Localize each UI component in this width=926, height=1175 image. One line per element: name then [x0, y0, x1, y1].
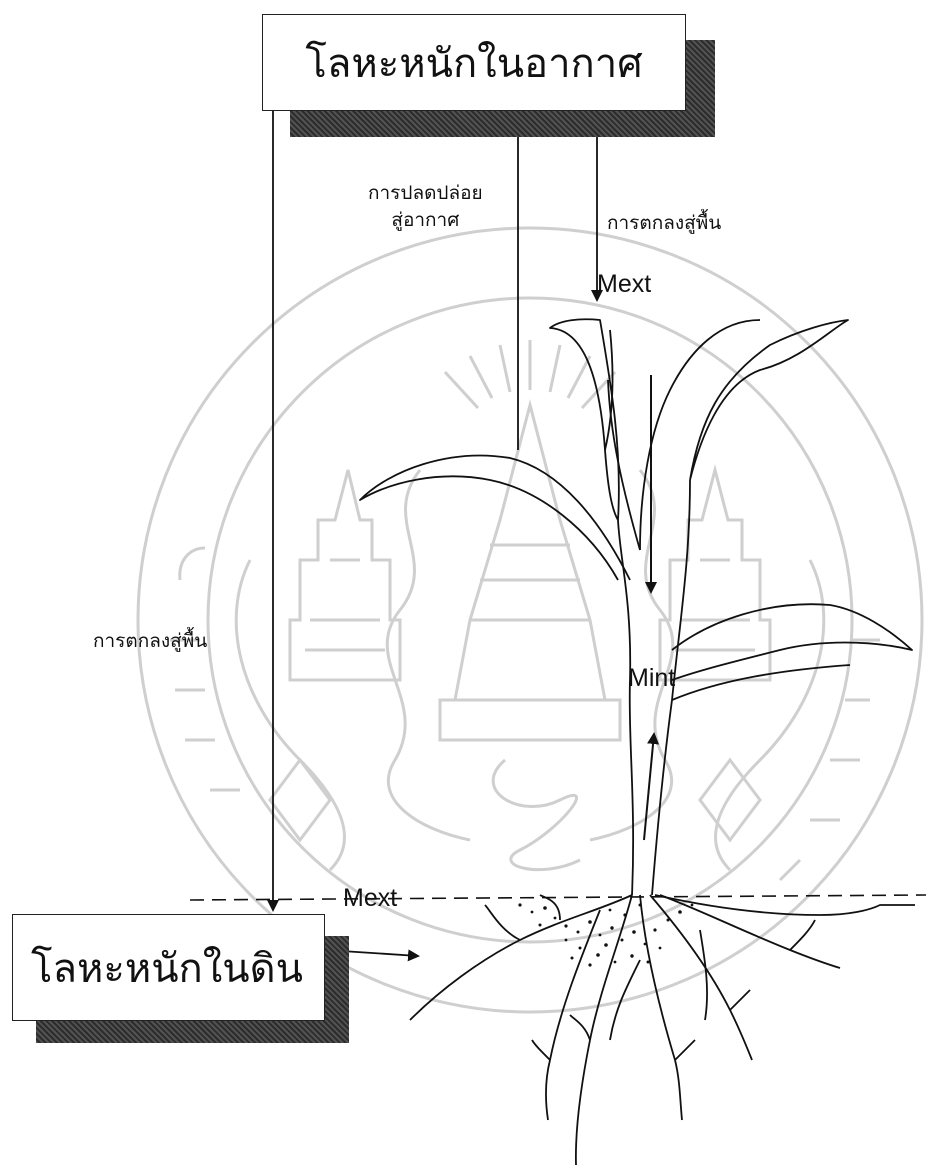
soil-box-label: โลหะหนักในดิน: [31, 936, 303, 1000]
ground-line: [190, 895, 926, 900]
air-heavy-metal-box: โลหะหนักในอากาศ: [262, 14, 686, 111]
mext-leaf-label: Mext: [597, 270, 651, 299]
stem-up-arrow: [644, 734, 654, 840]
release-label: การปลดปล่อย สู่อากาศ: [368, 180, 483, 233]
deposition-left-label: การตกลงสู่พื้น: [93, 628, 207, 655]
release-label-line2: สู่อากาศ: [368, 207, 483, 234]
soil-particles: [518, 903, 693, 966]
mint-label: Mint: [628, 664, 675, 693]
mext-soil-label: Mext: [343, 884, 397, 913]
plant-drawing: [360, 319, 915, 1165]
soil-heavy-metal-box: โลหะหนักในดิน: [12, 914, 325, 1021]
release-label-line1: การปลดปล่อย: [368, 180, 483, 207]
deposition-right-label: การตกลงสู่พื้น: [607, 210, 721, 237]
air-box-label: โลหะหนักในอากาศ: [305, 31, 642, 95]
